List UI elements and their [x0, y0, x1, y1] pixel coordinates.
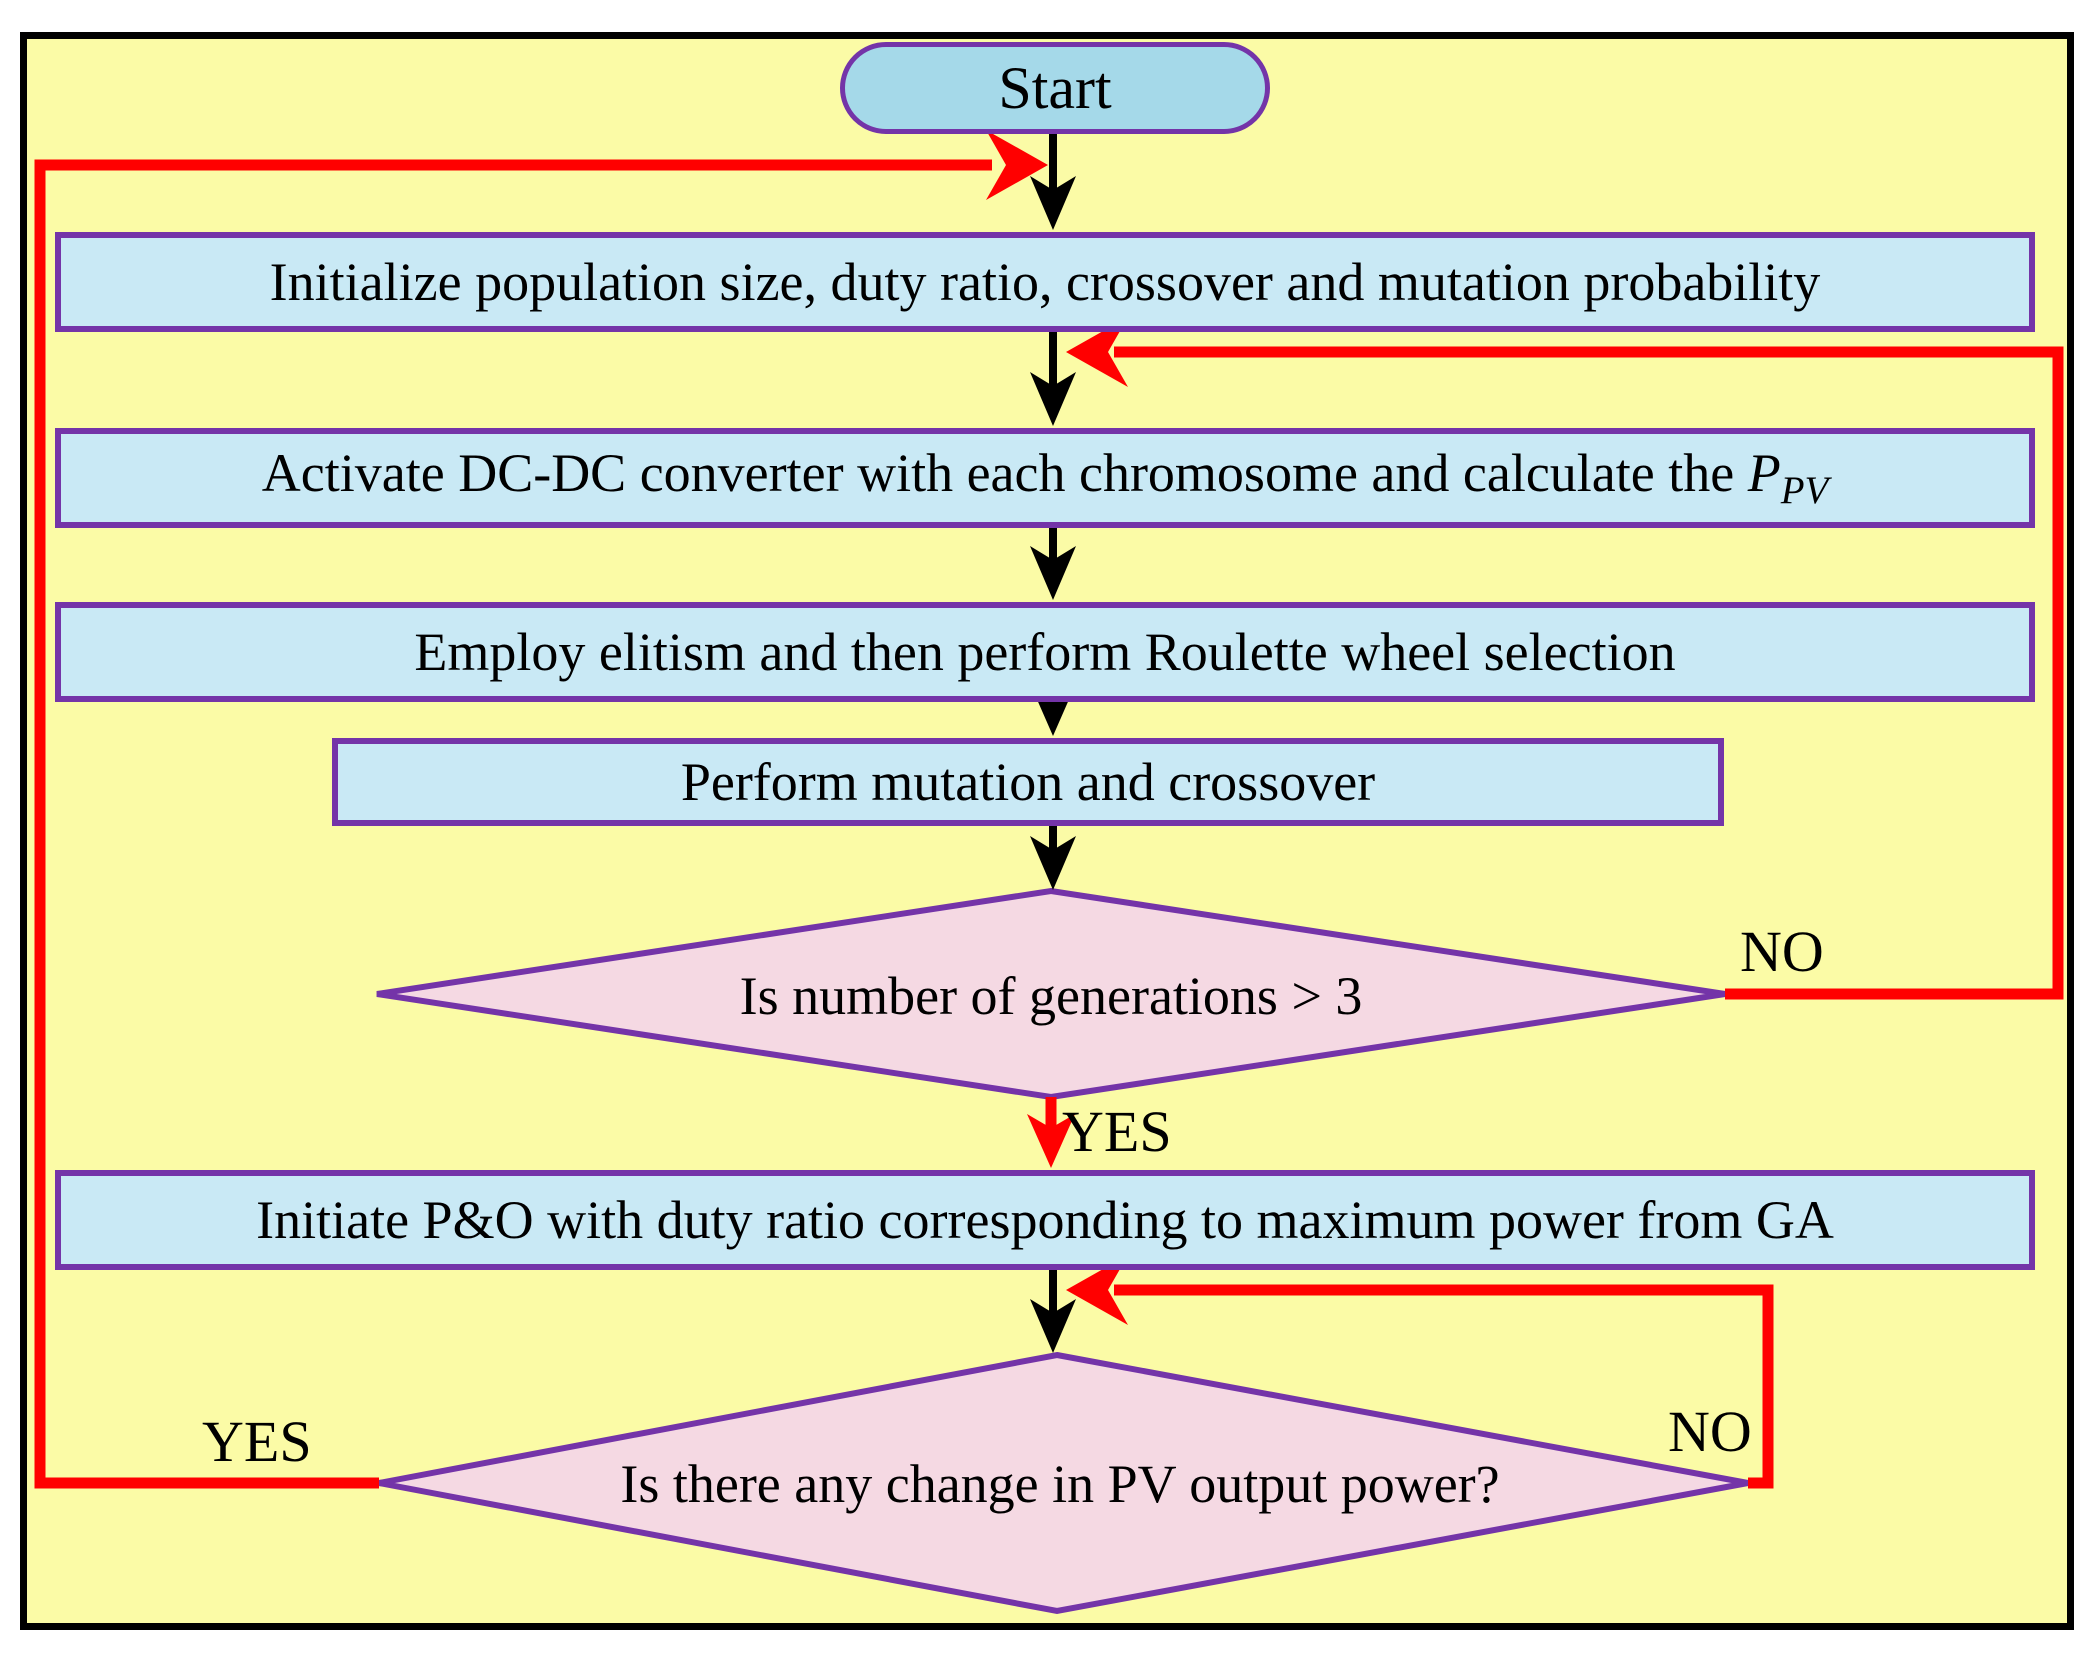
decision-pv-change-label: Is there any change in PV output power? [620, 1454, 1500, 1514]
process-initiate-po: Initiate P&O with duty ratio correspondi… [55, 1170, 2035, 1270]
process-mutation-label: Perform mutation and crossover [680, 751, 1376, 812]
process-elitism-selection: Employ elitism and then perform Roulette… [55, 602, 2035, 702]
process-elitism-label: Employ elitism and then perform Roulette… [414, 621, 1676, 682]
process-initiate-po-label: Initiate P&O with duty ratio correspondi… [256, 1189, 1834, 1250]
process-activate-label: Activate DC-DC converter with each chrom… [261, 442, 1829, 512]
start-label: Start [998, 54, 1112, 121]
process-initialize: Initialize population size, duty ratio, … [55, 232, 2035, 332]
decision-pv-change-shape [378, 1351, 1749, 1615]
ppv-subscript: PV [1780, 468, 1829, 512]
process-initialize-label: Initialize population size, duty ratio, … [269, 251, 1821, 312]
pv-change-no-label: NO [1668, 1399, 1752, 1464]
edge-initiate-to-pv-decision [1030, 1270, 1076, 1353]
pv-change-yes-label: YES [202, 1409, 312, 1474]
edge-mutation-to-generations [1030, 826, 1076, 890]
process-activate-converter: Activate DC-DC converter with each chrom… [55, 428, 2035, 528]
edge-initialize-to-activate [1030, 332, 1076, 426]
decision-generations-label: Is number of generations > 3 [739, 966, 1363, 1026]
generations-no-label: NO [1740, 919, 1824, 984]
generations-yes-label: YES [1062, 1099, 1172, 1164]
ppv-symbol: P [1747, 442, 1781, 503]
start-terminator: Start [840, 42, 1270, 134]
edge-pv-yes-loop [34, 130, 1048, 1489]
edge-generations-yes [1027, 1097, 1075, 1168]
process-mutation-crossover: Perform mutation and crossover [332, 738, 1724, 826]
edge-pv-no-loop [1066, 1255, 1774, 1489]
edge-start-to-initialize [1030, 133, 1076, 230]
edge-generations-no-loop [1066, 317, 2064, 1000]
edge-activate-to-elitism [1030, 528, 1076, 600]
